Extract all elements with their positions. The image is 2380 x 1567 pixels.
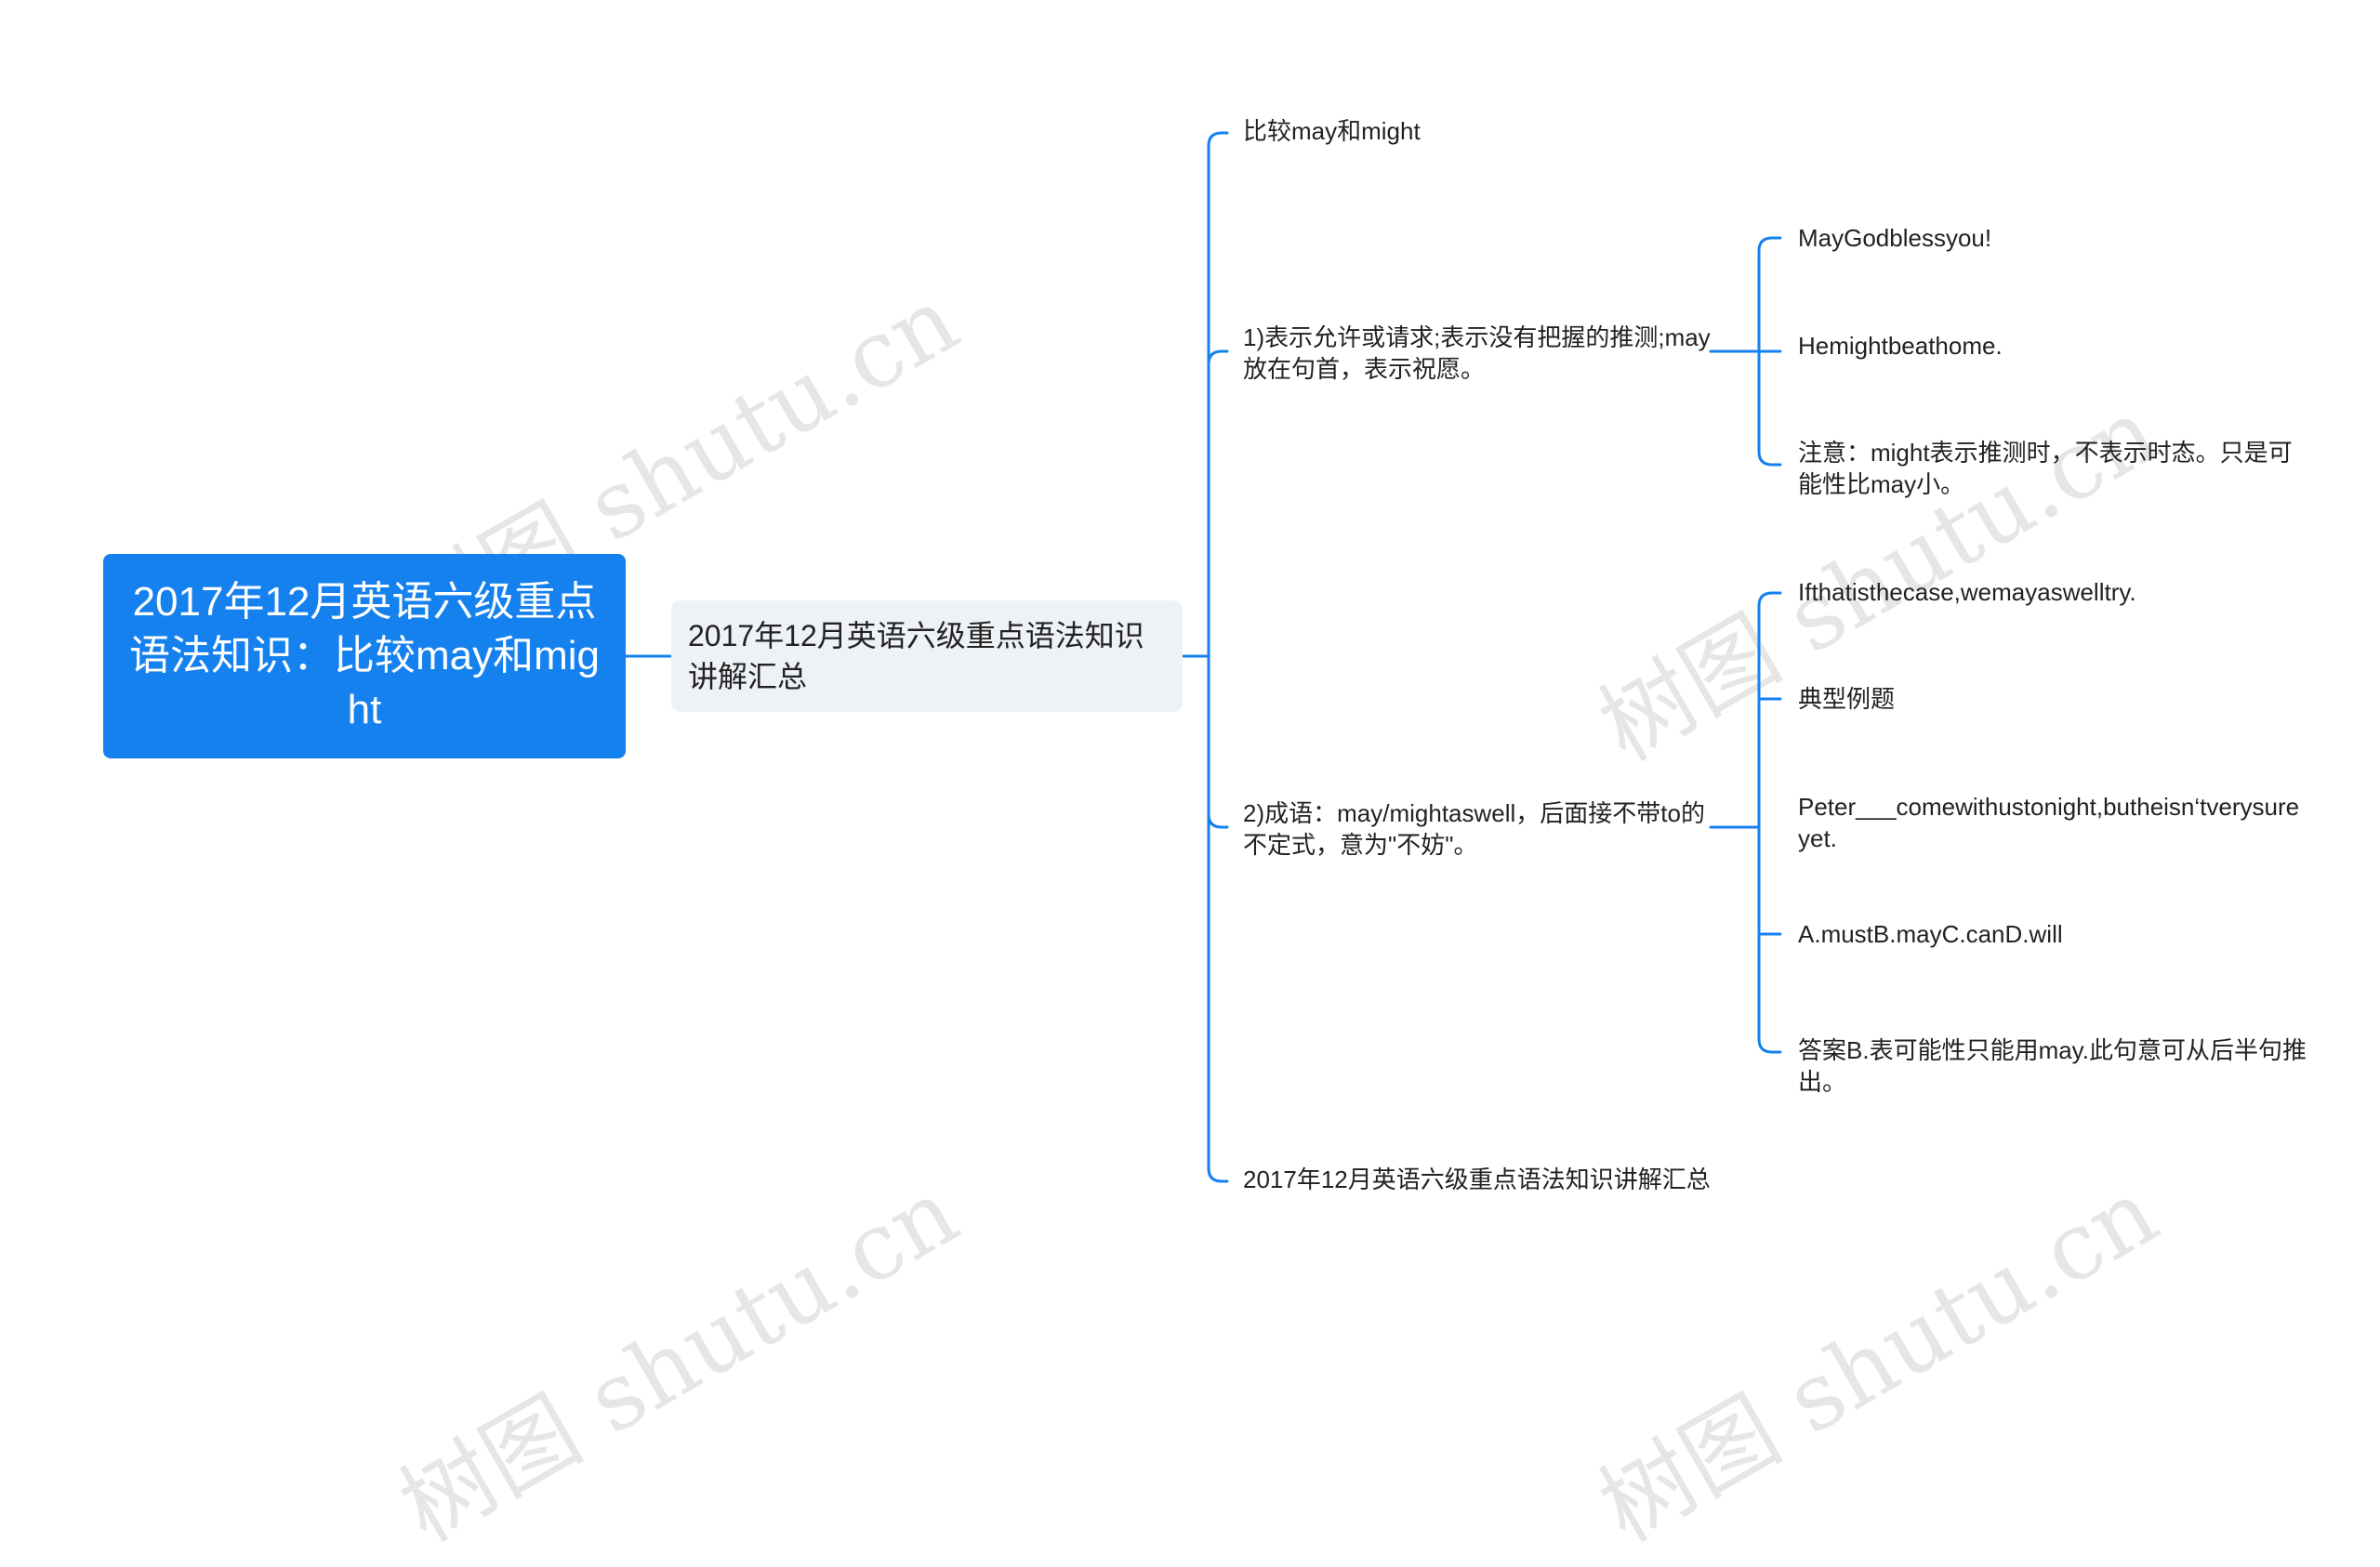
- branch-label: 2)成语：may/mightaswell，后面接不带to的不定式，意为"不妨"。: [1243, 799, 1705, 859]
- root-topic-label: 2017年12月英语六级重点语法知识：比较may和might: [128, 579, 601, 732]
- example-home[interactable]: Hemightbeathome.: [1798, 330, 2309, 362]
- branch-label: 2017年12月英语六级重点语法知识讲解汇总: [1243, 1165, 1711, 1193]
- connector-branch-2: [1207, 349, 1229, 366]
- branch-label: 比较may和might: [1243, 117, 1421, 145]
- answer-label: 答案B.表可能性只能用may.此句意可从后半句推出。: [1798, 1036, 2307, 1096]
- branch-usage-2[interactable]: 2)成语：may/mightaswell，后面接不带to的不定式，意为"不妨"。: [1243, 797, 1726, 861]
- branch-compare[interactable]: 比较may和might: [1243, 115, 1726, 147]
- example-label: Hemightbeathome.: [1798, 332, 2003, 360]
- example-label: Ifthatisthecase,wemayaswelltry.: [1798, 578, 2136, 606]
- question-peter[interactable]: Peter___comewithustonight,butheisn‘tvery…: [1798, 791, 2309, 854]
- example-bless[interactable]: MayGodblessyou!: [1798, 222, 2309, 254]
- branch-summary[interactable]: 2017年12月英语六级重点语法知识讲解汇总: [1243, 1164, 1764, 1195]
- connector-b2-child-3: [1757, 450, 1782, 467]
- connector-branch-4: [1207, 1166, 1229, 1183]
- example-case[interactable]: Ifthatisthecase,wemayaswelltry.: [1798, 576, 2309, 608]
- note-label: 注意：might表示推测时，不表示时态。只是可能性比may小。: [1798, 439, 2293, 498]
- branch-label: 1)表示允许或请求;表示没有把握的推测;may放在句首，表示祝愿。: [1243, 323, 1711, 383]
- subtopic-node[interactable]: 2017年12月英语六级重点语法知识讲解汇总: [671, 600, 1183, 712]
- connector-branch-3: [1207, 812, 1229, 829]
- question-label: Peter___comewithustonight,butheisn‘tvery…: [1798, 793, 2300, 852]
- subtopic-label: 2017年12月英语六级重点语法知识讲解汇总: [688, 619, 1144, 693]
- branch-usage-1[interactable]: 1)表示允许或请求;表示没有把握的推测;may放在句首，表示祝愿。: [1243, 322, 1726, 385]
- answer-options[interactable]: A.mustB.mayC.canD.will: [1798, 918, 2309, 950]
- example-label: 典型例题: [1798, 685, 1896, 713]
- connector-b3-child-1: [1757, 591, 1782, 608]
- options-label: A.mustB.mayC.canD.will: [1798, 920, 2063, 948]
- root-topic[interactable]: 2017年12月英语六级重点语法知识：比较may和might: [103, 554, 626, 758]
- typical-example[interactable]: 典型例题: [1798, 683, 2309, 715]
- connector-b2-child-1: [1757, 236, 1782, 253]
- connector-lines: [624, 131, 1782, 1183]
- answer-explanation[interactable]: 答案B.表可能性只能用may.此句意可从后半句推出。: [1798, 1034, 2309, 1098]
- connector-branch-1: [1207, 131, 1229, 148]
- connector-b3-child-5: [1757, 1037, 1782, 1054]
- note-might[interactable]: 注意：might表示推测时，不表示时态。只是可能性比may小。: [1798, 437, 2309, 500]
- example-label: MayGodblessyou!: [1798, 224, 1992, 252]
